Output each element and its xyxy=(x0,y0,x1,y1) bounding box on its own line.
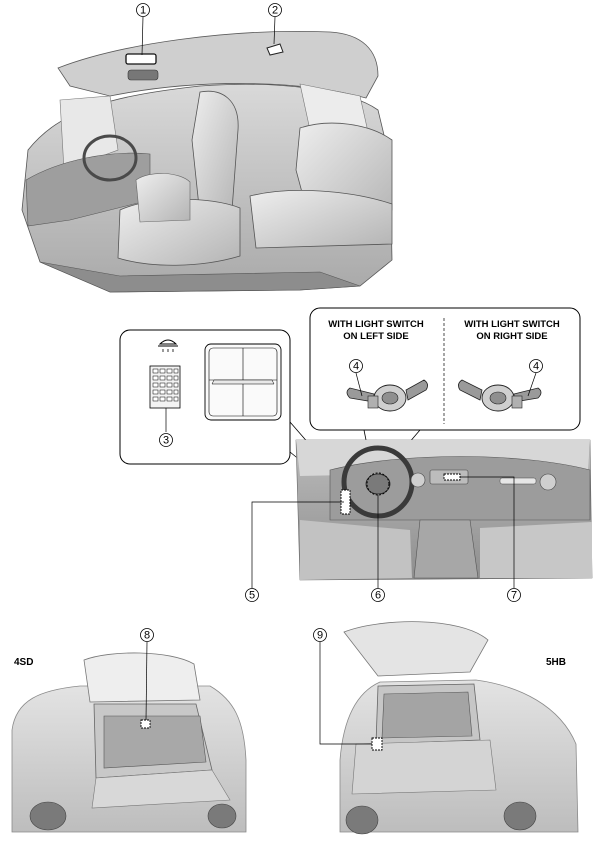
left-side-title-line1: WITH LIGHT SWITCH xyxy=(328,319,424,330)
hatchback-rear-illustration xyxy=(339,621,579,835)
left-side-title-line2: ON LEFT SIDE xyxy=(343,331,408,342)
leader-line-5 xyxy=(251,501,344,588)
leader-line-1 xyxy=(141,16,144,56)
luggage-light-marker xyxy=(371,737,383,751)
callout-5-label: 5 xyxy=(249,590,255,602)
callout-6-circle xyxy=(371,588,385,602)
callout-6-label: 6 xyxy=(375,590,381,602)
leader-line-9 xyxy=(319,642,372,745)
leader-line-8 xyxy=(145,641,148,721)
callout-3-label: 3 xyxy=(163,435,169,447)
fuse-grid-icon xyxy=(149,365,181,409)
callout-7-label: 7 xyxy=(511,590,517,602)
callout-8-label: 8 xyxy=(144,630,150,642)
front-map-lamp-marker xyxy=(125,53,157,65)
dashboard-illustration xyxy=(295,439,593,581)
callout-8-circle xyxy=(140,628,154,642)
callout-9-label: 9 xyxy=(317,630,323,642)
trunk-light-marker xyxy=(140,719,151,729)
callout-2-circle xyxy=(268,3,282,17)
combination-switch-right-illustration xyxy=(458,379,542,412)
leader-line-2 xyxy=(273,16,276,45)
combination-switch-left-illustration xyxy=(346,379,428,412)
right-side-title-line2: ON RIGHT SIDE xyxy=(476,331,547,342)
callout-2-label: 2 xyxy=(272,5,278,17)
fuse-block-detail-panel xyxy=(119,329,291,465)
sedan-rear-illustration xyxy=(11,652,247,833)
callout-4a-circle xyxy=(349,359,363,373)
callout-1-circle xyxy=(136,3,150,17)
callout-5-circle xyxy=(245,588,259,602)
callout-4b-label: 4 xyxy=(533,361,539,373)
callout-7-circle xyxy=(507,588,521,602)
callout-1-label: 1 xyxy=(140,5,146,17)
right-side-title-line1: WITH LIGHT SWITCH xyxy=(464,319,560,330)
leader-line-7 xyxy=(460,476,515,588)
callout-3-circle xyxy=(159,433,173,447)
cabin-interior-illustration xyxy=(21,30,393,293)
callout-9-circle xyxy=(313,628,327,642)
leader-line-4a xyxy=(355,372,363,397)
combination-switch-location-marker xyxy=(366,472,390,496)
component-7-location-marker xyxy=(443,473,461,481)
hatchback-variant-label: 5HB xyxy=(546,657,566,668)
sedan-variant-label: 4SD xyxy=(14,657,33,668)
callout-4a-label: 4 xyxy=(353,361,359,373)
leader-line-4b xyxy=(527,372,537,397)
callout-4b-circle xyxy=(529,359,543,373)
lamp-icon xyxy=(158,339,178,352)
